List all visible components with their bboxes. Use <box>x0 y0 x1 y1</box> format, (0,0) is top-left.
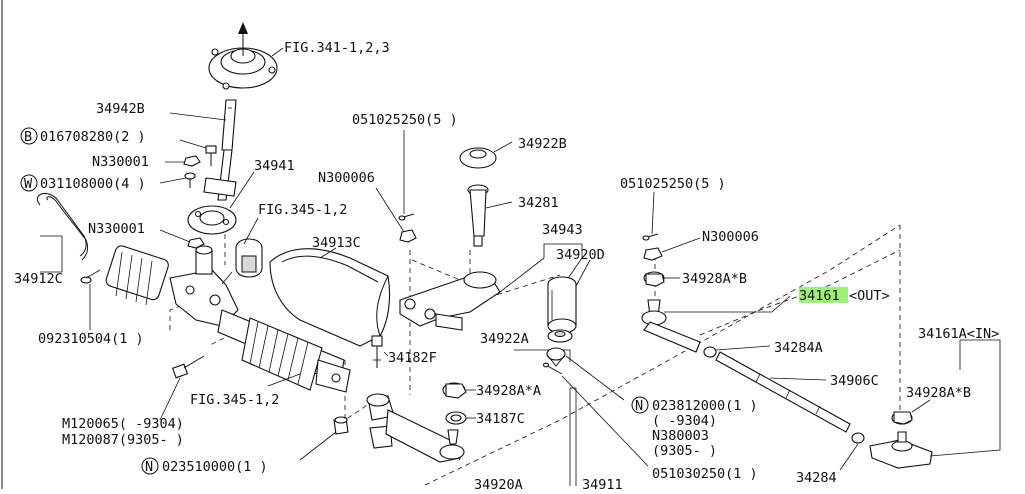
label-34187c: 34187C <box>476 411 525 427</box>
castle-nut-34928a-b-top[interactable] <box>643 271 665 287</box>
label-34284: 34284 <box>796 470 837 486</box>
label-34906c: 34906C <box>830 373 879 389</box>
dust-seal-34922b[interactable] <box>459 147 497 169</box>
cotter-pin-051025250-a[interactable] <box>398 213 415 221</box>
castle-nut-34928a-a[interactable] <box>442 382 467 399</box>
cotter-pin-34182f[interactable] <box>371 335 383 368</box>
heat-shield-cover-34913c[interactable] <box>269 248 391 347</box>
label-34161a: 34161A<IN> <box>918 326 999 342</box>
label-34182f: 34182F <box>388 350 437 366</box>
lock-nut-34284a[interactable] <box>703 346 717 358</box>
steering-shaft-34942b[interactable] <box>203 99 237 201</box>
label-023510000: 023510000(1 ) <box>162 459 268 475</box>
washer-w031108000[interactable] <box>184 172 196 188</box>
cotter-pin-051025250-b[interactable] <box>642 233 659 241</box>
label-031108000: 031108000(4 ) <box>40 176 146 192</box>
hose-34912c[interactable] <box>36 192 92 284</box>
label-34913c: 34913C <box>312 235 361 251</box>
dust-seal-34922a[interactable] <box>547 329 573 343</box>
washer-34187c[interactable] <box>445 411 467 425</box>
label-n-prefix-b: N <box>635 398 643 414</box>
label-34943: 34943 <box>542 222 583 238</box>
idler-arm-34943[interactable] <box>399 271 501 331</box>
lock-nut-34284[interactable] <box>851 432 865 444</box>
label-34920d: 34920D <box>556 247 605 263</box>
tie-rod-left-34920a[interactable] <box>366 393 465 463</box>
label-n380003-range: (9305- ) <box>652 443 717 459</box>
idler-arm-shaft-34281[interactable] <box>467 184 489 247</box>
label-34941: 34941 <box>254 158 295 174</box>
label-n300006-a: N300006 <box>318 170 375 186</box>
label-n330001-a: N330001 <box>92 154 149 170</box>
part-labels: FIG.341-1,2,3 34942B B 016708280(2 ) N33… <box>14 40 999 493</box>
label-34922a: 34922A <box>480 331 529 347</box>
label-w-prefix: W <box>24 176 33 192</box>
label-051025250-b: 051025250(5 ) <box>620 176 726 192</box>
nut-n023812000[interactable] <box>546 347 566 367</box>
bolt-m120065[interactable] <box>171 355 205 379</box>
label-34942b: 34942B <box>96 101 145 117</box>
cotter-pin-051030250[interactable] <box>542 362 563 375</box>
label-34928a-a: 34928A*A <box>476 383 541 399</box>
tie-rod-end-outer-34161[interactable] <box>641 299 701 353</box>
nut-n330001-upper[interactable] <box>183 155 201 167</box>
label-34912c: 34912C <box>14 271 63 287</box>
label-fig345-bot: FIG.345-1,2 <box>190 392 279 408</box>
label-34911: 34911 <box>582 477 623 489</box>
strut-mount[interactable] <box>208 22 278 90</box>
label-n300006-b: N300006 <box>702 229 759 245</box>
clamp-bracket[interactable] <box>235 238 263 278</box>
nut-n023510000[interactable] <box>333 416 349 435</box>
universal-joint-34941[interactable] <box>187 205 237 235</box>
label-b-prefix: B <box>24 129 32 145</box>
label-023812000: 023812000(1 ) <box>652 398 758 414</box>
label-n-prefix-a: N <box>145 459 153 475</box>
label-051025250-a: 051025250(5 ) <box>352 112 458 128</box>
bolt-016708280[interactable] <box>205 145 217 166</box>
label-34161-suffix: <OUT> <box>849 288 890 304</box>
castle-nut-n300006-a[interactable] <box>399 229 417 243</box>
label-34922b: 34922B <box>518 136 567 152</box>
tie-rod-end-inner-34161a[interactable] <box>869 411 933 469</box>
label-m120087: M120087(9305- ) <box>62 432 184 448</box>
label-n330001-b: N330001 <box>88 221 145 237</box>
highlight-34161 <box>799 287 848 303</box>
label-34920a: 34920A <box>474 477 523 489</box>
label-fig345-top: FIG.345-1,2 <box>258 202 347 218</box>
nut-n330001-lower[interactable] <box>187 237 205 249</box>
castle-nut-n300006-b[interactable] <box>643 247 663 261</box>
label-092310504: 092310504(1 ) <box>38 331 144 347</box>
label-34928a-b-top: 34928A*B <box>682 271 747 287</box>
label-34161: 34161 <box>799 288 840 304</box>
label-n380003: N380003 <box>652 428 709 444</box>
label-051030250: 051030250(1 ) <box>652 466 758 482</box>
label-34284a: 34284A <box>774 340 823 356</box>
label-34281: 34281 <box>518 195 559 211</box>
label-fig341: FIG.341-1,2,3 <box>284 40 390 56</box>
label-34928a-b-right: 34928A*B <box>906 385 971 401</box>
steering-gear-box-34911[interactable] <box>105 244 351 393</box>
label-016708280: 016708280(2 ) <box>40 129 146 145</box>
label-m120065: M120065( -9304) <box>62 416 184 432</box>
adjusting-sleeve-34906c[interactable] <box>715 351 851 433</box>
bushing-34920d[interactable] <box>547 276 577 334</box>
label-023812000-range: ( -9304) <box>652 413 717 429</box>
